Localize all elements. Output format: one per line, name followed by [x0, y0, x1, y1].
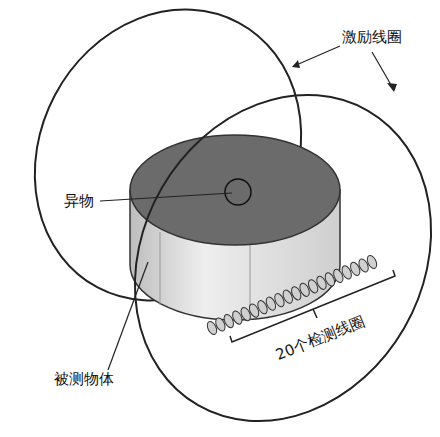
arrowhead [292, 60, 300, 68]
excitation-coil [77, 41, 440, 437]
leader-line [100, 193, 232, 201]
detection-coil [365, 254, 378, 270]
seam-line [160, 232, 161, 305]
leader-line [108, 262, 148, 370]
coil-label: 激励线圈 [340, 28, 404, 46]
part-label: 异物 [62, 192, 96, 210]
leader-line [294, 46, 340, 66]
part-label: 被测物体 [52, 370, 116, 388]
foreign-object [225, 179, 251, 205]
coil-count-label: 20个检测线圈 [271, 311, 369, 364]
arrowhead [387, 83, 397, 92]
excitation-coil [0, 0, 351, 348]
